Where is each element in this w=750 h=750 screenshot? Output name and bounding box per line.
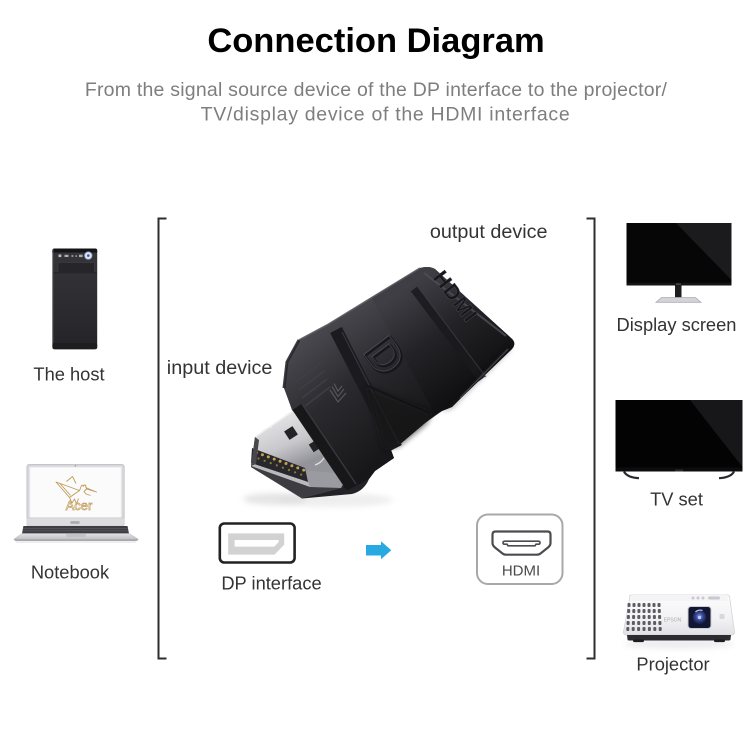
svg-text:Projector: Projector <box>636 654 709 675</box>
svg-text:Notebook: Notebook <box>31 562 110 583</box>
svg-text:input device: input device <box>167 357 273 379</box>
svg-text:DP interface: DP interface <box>221 573 321 594</box>
svg-text:HDMI: HDMI <box>502 562 540 579</box>
svg-text:EPSON: EPSON <box>664 618 682 624</box>
svg-text:From the signal source device: From the signal source device of the DP … <box>85 79 668 101</box>
svg-text:output device: output device <box>430 221 548 243</box>
svg-text:Acer: Acer <box>66 498 93 513</box>
svg-text:TV/display device of the HDMI: TV/display device of the HDMI interface <box>201 103 571 125</box>
svg-text:Display screen: Display screen <box>617 314 737 335</box>
svg-text:Connection Diagram: Connection Diagram <box>207 22 544 60</box>
svg-text:TV set: TV set <box>650 489 703 510</box>
svg-text:The host: The host <box>33 364 104 385</box>
